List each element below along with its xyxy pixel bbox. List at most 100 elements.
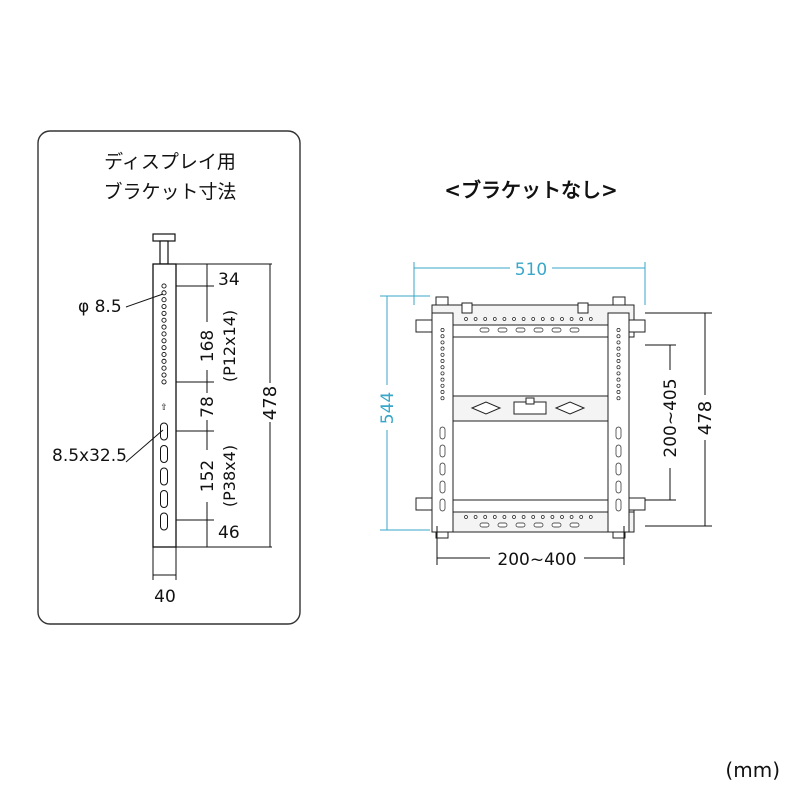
bracket-holes [161, 283, 167, 385]
frame-hole [616, 340, 621, 345]
dim-bottom: 46 [218, 523, 240, 543]
frame-hole [440, 334, 445, 339]
bracket-hole [161, 283, 167, 289]
rail-hole [502, 515, 507, 519]
rail-hole [550, 317, 555, 321]
bracket-hole [161, 379, 167, 385]
frame-hole [616, 377, 621, 382]
frame-hole [616, 359, 621, 363]
dim-holes: 168 [198, 330, 218, 362]
rail-hole [579, 515, 584, 519]
rail-hole [550, 515, 555, 519]
bracket-hole [161, 345, 167, 351]
panel-title-line2: ブラケット寸法 [103, 180, 236, 203]
bracket-slot [160, 422, 168, 441]
rail-hole [483, 317, 488, 321]
frame-hole [616, 352, 621, 357]
dim-top: 34 [218, 270, 240, 290]
dim-main-width: 510 [515, 260, 547, 280]
rail-hole [531, 317, 536, 321]
rail-hole [540, 515, 545, 519]
rail-slot [479, 522, 490, 528]
frame-slot [615, 462, 622, 476]
frame-hole [616, 390, 621, 394]
bracket-hole [161, 365, 167, 371]
mount-frame [415, 296, 646, 539]
dim-main-height: 544 [378, 392, 398, 424]
frame-slot [615, 498, 622, 512]
rail-slot [515, 522, 526, 528]
rail-hole [569, 317, 574, 321]
bracket-bar: ⇧ [152, 233, 177, 548]
dim-middle: 78 [198, 396, 218, 418]
frame-hole [440, 328, 445, 332]
frame-slot [615, 444, 622, 458]
rail-hole [464, 515, 468, 519]
dim-holes-pitch: (P12x14) [220, 310, 239, 382]
frame-hole [440, 352, 445, 357]
dim-slot-size: 8.5x32.5 [52, 446, 127, 466]
rail-hole [492, 515, 497, 519]
rail-slot [533, 327, 544, 333]
frame-hole [616, 346, 621, 351]
frame-hole [440, 346, 445, 351]
frame-slot [439, 462, 446, 476]
frame-hole [616, 365, 621, 370]
frame-hole [616, 334, 621, 339]
rail-hole [579, 317, 584, 321]
main-title: <ブラケットなし> [444, 178, 618, 202]
frame-hole [616, 328, 621, 332]
bracket-hole [161, 317, 167, 323]
rail-hole [588, 515, 593, 519]
frame-hole [616, 371, 621, 376]
rail-hole [492, 317, 497, 321]
rail-slot [551, 327, 562, 333]
frame-hole [440, 371, 445, 376]
frame-hole [440, 377, 445, 382]
rail-hole [512, 317, 516, 321]
rail-hole [473, 317, 478, 321]
rail-slot [551, 522, 562, 528]
rail-hole [464, 317, 468, 321]
bracket-hole [161, 310, 167, 316]
frame-hole [440, 359, 445, 363]
frame-slot [615, 426, 622, 440]
dim-horizontal-range: 200~400 [497, 550, 576, 570]
rail-hole [483, 515, 488, 519]
frame-hole [440, 383, 445, 388]
rail-slot [479, 327, 490, 333]
bracket-slot [160, 445, 168, 463]
frame-slot [439, 444, 446, 458]
bracket-slots [160, 422, 168, 531]
frame-slot [439, 498, 446, 512]
frame-slot [439, 426, 446, 440]
frame-hole [616, 383, 621, 388]
rail-slot [515, 327, 526, 333]
frame-hole [440, 365, 445, 370]
rail-hole [588, 317, 593, 321]
rail-hole [521, 317, 526, 321]
rail-slot [533, 522, 544, 528]
rail-hole [531, 515, 536, 519]
dim-slots-pitch: (P38x4) [220, 445, 239, 507]
rail-hole [560, 515, 564, 519]
up-arrow-icon: ⇧ [160, 403, 168, 413]
rail-hole [502, 317, 507, 321]
dim-total: 478 [260, 386, 281, 420]
bracket-hole [161, 331, 167, 337]
panel-title-line1: ディスプレイ用 [104, 151, 236, 173]
rail-slot [569, 522, 580, 528]
bracket-hole [161, 372, 167, 378]
bracket-slot [160, 467, 168, 486]
dim-vertical-total: 478 [695, 401, 716, 435]
dim-width: 40 [154, 587, 176, 607]
rail-hole [560, 317, 564, 321]
unit-label: (mm) [725, 758, 780, 782]
frame-holes [439, 317, 622, 528]
bracket-hole [161, 338, 167, 344]
bracket-hole [161, 324, 167, 330]
bracket-hole [161, 297, 167, 303]
rail-hole [473, 515, 478, 519]
frame-hole [440, 396, 445, 401]
dim-hole-dia: φ 8.5 [78, 297, 122, 317]
